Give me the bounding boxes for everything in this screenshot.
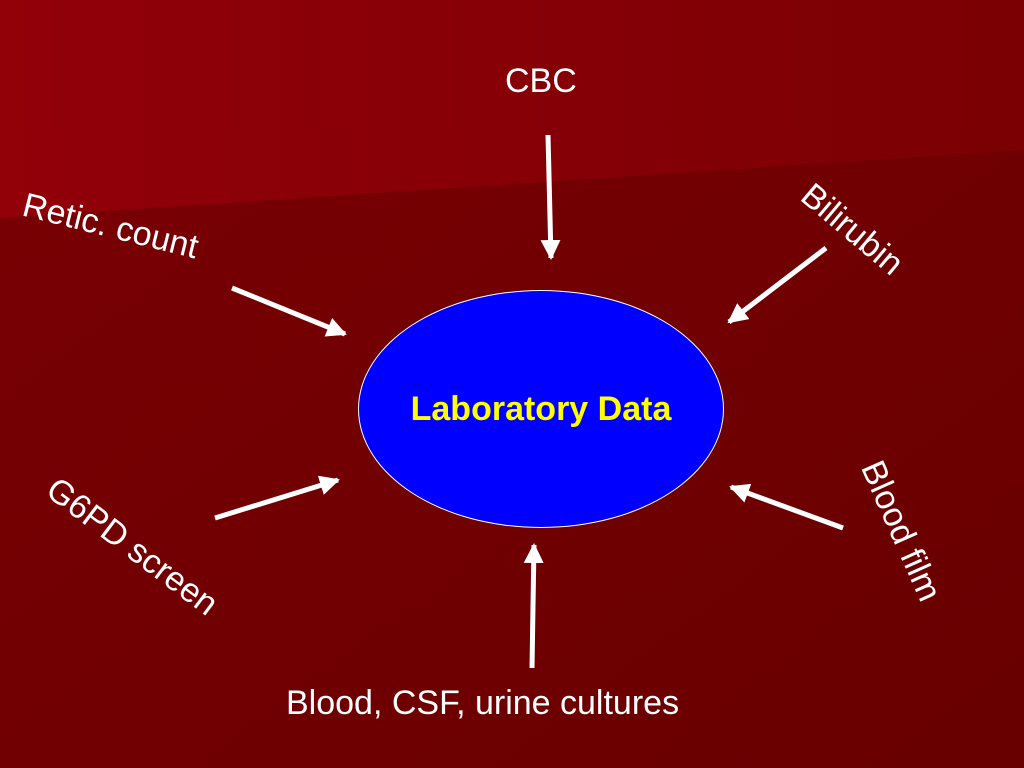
center-label: Laboratory Data (410, 389, 672, 428)
arrow-g6pd (214, 475, 340, 521)
arrow-bilirubin (727, 246, 828, 324)
arrow-cultures (523, 543, 544, 669)
laboratory-data-ellipse: Laboratory Data (358, 290, 724, 528)
label-cultures: Blood, CSF, urine cultures (286, 684, 680, 722)
arrow-blood-film (729, 483, 844, 531)
arrow-retic (231, 285, 347, 337)
background-band (0, 0, 1024, 218)
label-cbc: CBC (505, 62, 577, 100)
arrow-cbc (540, 134, 561, 260)
